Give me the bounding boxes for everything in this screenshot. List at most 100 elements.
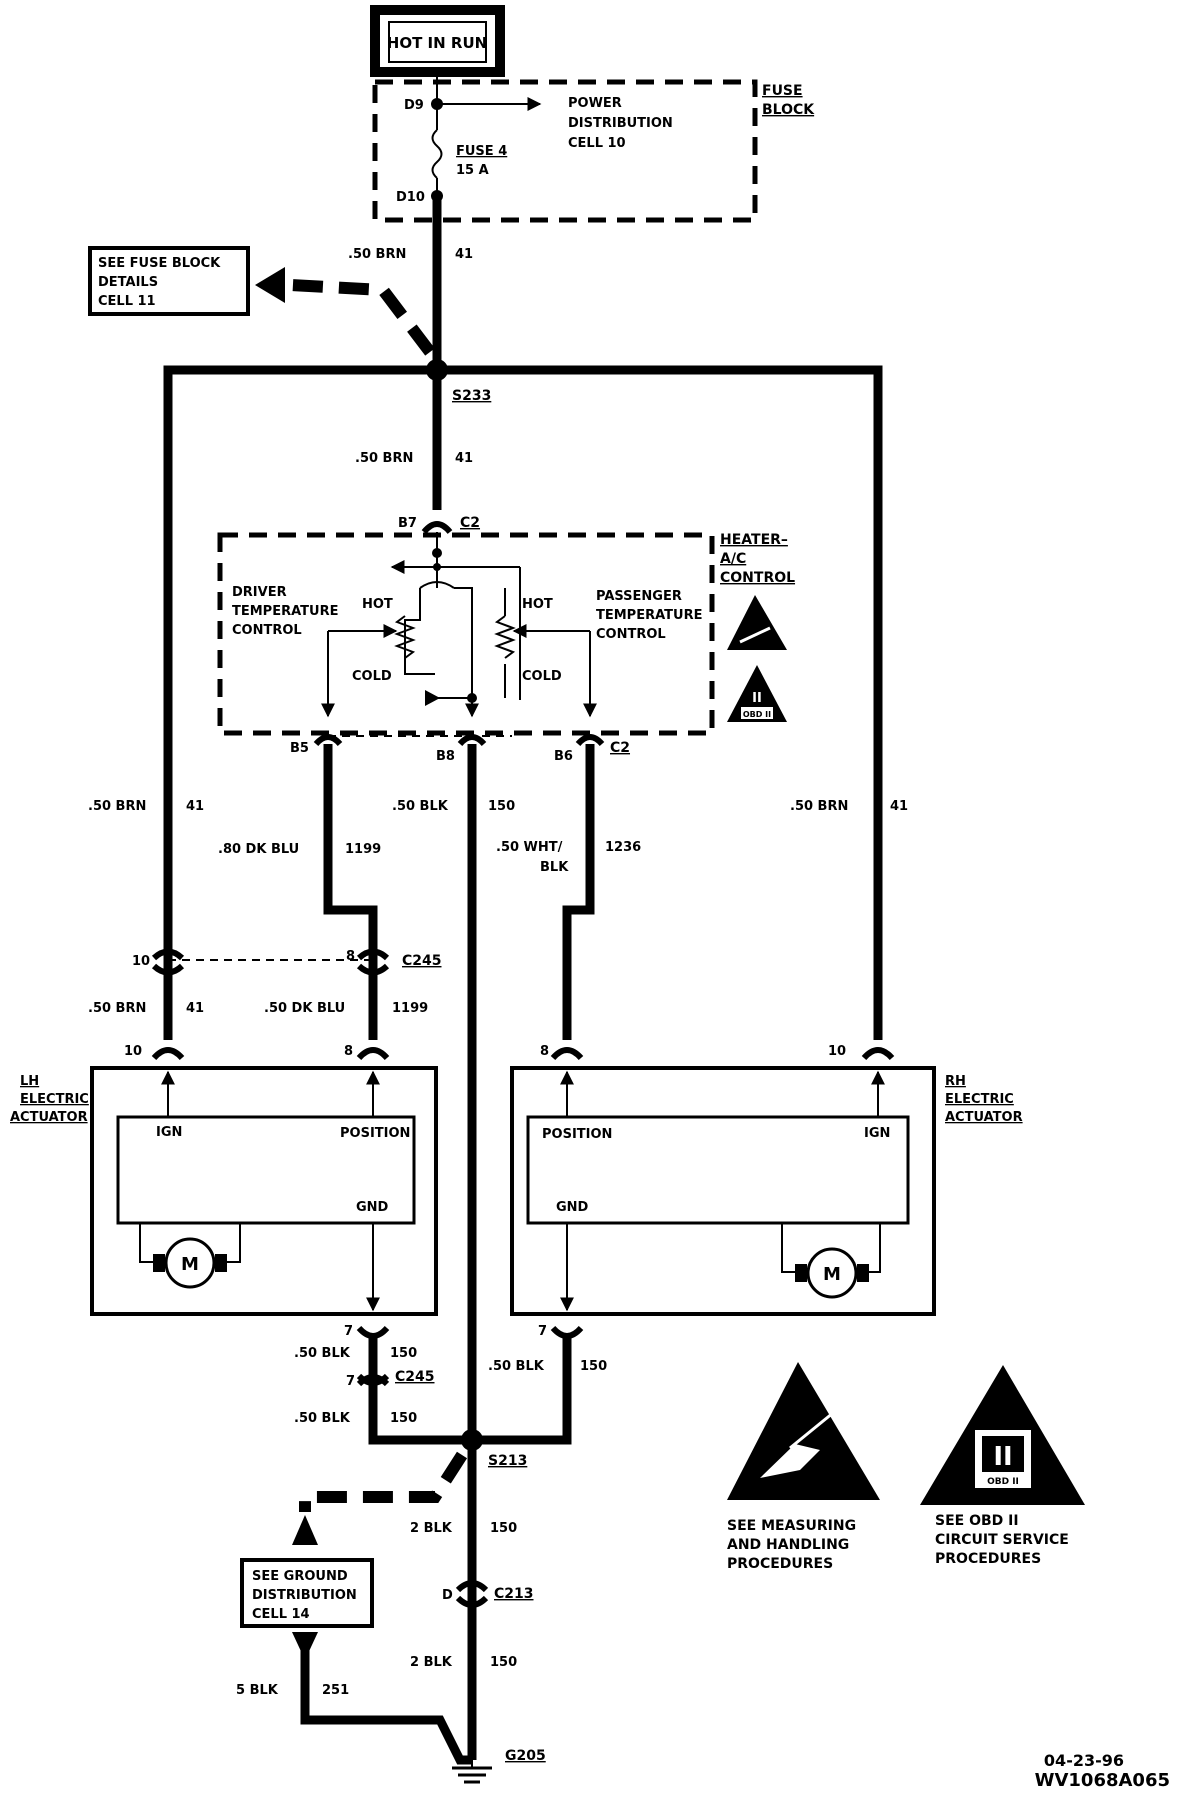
passenger-resistor xyxy=(494,615,516,659)
obd-legend-label: OBD II xyxy=(987,1477,1019,1487)
brn-circuit-lower: 41 xyxy=(186,1001,204,1016)
pin-b5: B5 xyxy=(290,741,309,756)
esd-legend-1: SEE MEASURING xyxy=(727,1518,856,1534)
lh-electric-actuator: 10 8 IGN POSITION GND M xyxy=(90,1044,438,1316)
driver-temp-1: DRIVER xyxy=(232,585,287,600)
see-ground-1: SEE GROUND xyxy=(252,1569,348,1584)
obd-legend-2: CIRCUIT SERVICE xyxy=(935,1532,1069,1548)
see-ground-2: DISTRIBUTION xyxy=(252,1588,357,1603)
whtblk-circuit: 1236 xyxy=(605,840,641,855)
brn-bus xyxy=(163,365,883,1040)
driver-temp-2: TEMPERATURE xyxy=(232,604,338,619)
lh-title-2: ELECTRIC xyxy=(20,1092,89,1107)
heater-title-3: CONTROL xyxy=(720,570,795,586)
blk2-circuit-1: 150 xyxy=(490,1521,517,1536)
see-fuse-block-3: CELL 11 xyxy=(98,294,156,309)
obd-legend-1: SEE OBD II xyxy=(935,1513,1019,1529)
brn-gauge-mid: .50 BRN xyxy=(355,451,413,466)
passenger-hot: HOT xyxy=(522,597,553,612)
whtblk-wire xyxy=(562,744,595,1040)
see-fuse-block-1: SEE FUSE BLOCK xyxy=(98,256,221,271)
blk-circuit-lh-2: 150 xyxy=(390,1411,417,1426)
obd-legend-numeral: II xyxy=(993,1442,1012,1472)
splice-s213-label: S213 xyxy=(488,1453,527,1469)
passenger-cold: COLD xyxy=(522,669,562,684)
ground-icon xyxy=(452,1760,492,1784)
esd-icon-small xyxy=(727,595,787,650)
pin-b7: B7 xyxy=(398,516,417,531)
fuse-block-title-1: FUSE xyxy=(762,83,803,99)
heater-ac-control: HEATER– A/C CONTROL DRIVER TEMPERATURE C… xyxy=(217,532,795,736)
power-dist-1: POWER xyxy=(568,96,622,111)
ground-g205-label: G205 xyxy=(505,1748,546,1764)
passenger-temp-2: TEMPERATURE xyxy=(596,608,702,623)
blk5-gauge: 5 BLK xyxy=(236,1683,279,1698)
blk2-gauge-1: 2 BLK xyxy=(410,1521,453,1536)
obd-legend-icon: II OBD II xyxy=(920,1365,1085,1505)
brn-gauge-lower: .50 BRN xyxy=(88,1001,146,1016)
c245-label-bottom: C245 xyxy=(395,1369,435,1385)
brn-circuit-top: 41 xyxy=(455,247,473,262)
brn-gauge-left: .50 BRN xyxy=(88,799,146,814)
blk-circuit-center: 150 xyxy=(488,799,515,814)
fuse-terminal-d9: D9 xyxy=(404,98,424,113)
obd-small-numeral: II xyxy=(752,691,762,706)
c245-pin10: 10 xyxy=(132,954,150,969)
fuse-block-title-2: BLOCK xyxy=(762,102,815,118)
hot-in-run-box: HOT IN RUN xyxy=(370,5,505,77)
obd-small-label: OBD II xyxy=(743,710,771,719)
whtblk-gauge-2: BLK xyxy=(540,860,569,875)
heater-title-2: A/C xyxy=(720,551,746,567)
lh-gnd: GND xyxy=(356,1200,389,1215)
dkblu-wire xyxy=(323,744,378,1040)
blk5-circuit: 251 xyxy=(322,1683,349,1698)
blk-gauge-lh-2: .50 BLK xyxy=(294,1411,351,1426)
see-fuse-block-2: DETAILS xyxy=(98,275,158,290)
dkblu-circuit-1: 1199 xyxy=(345,842,381,857)
lh-pin7: 7 xyxy=(344,1324,353,1339)
rh-title-1: RH xyxy=(945,1074,966,1089)
rh-title-2: ELECTRIC xyxy=(945,1092,1014,1107)
lh-motor-icon xyxy=(164,1237,216,1289)
whtblk-gauge-1: .50 WHT/ xyxy=(496,840,563,855)
esd-legend-3: PROCEDURES xyxy=(727,1556,833,1572)
dkblu-gauge-50: .50 DK BLU xyxy=(264,1001,345,1016)
rh-ign: IGN xyxy=(864,1126,890,1141)
passenger-temp-1: PASSENGER xyxy=(596,589,682,604)
c213-pin-d: D xyxy=(442,1588,453,1603)
blk-circuit-rh: 150 xyxy=(580,1359,607,1374)
blk-gauge-lh-1: .50 BLK xyxy=(294,1346,351,1361)
blk-gauge-rh: .50 BLK xyxy=(488,1359,545,1374)
rh-motor-label: M xyxy=(823,1264,841,1285)
rh-pin10: 10 xyxy=(828,1044,846,1059)
splice-s233-label: S233 xyxy=(452,388,491,404)
fuse-block: FUSE BLOCK D9 POWER DISTRIBUTION CELL 10… xyxy=(372,72,815,223)
blk-circuit-lh-1: 150 xyxy=(390,1346,417,1361)
splice-s233 xyxy=(426,359,448,381)
lh-title-1: LH xyxy=(20,1074,39,1089)
brn-circuit-right: 41 xyxy=(890,799,908,814)
lh-ign: IGN xyxy=(156,1125,182,1140)
heater-title-1: HEATER– xyxy=(720,532,788,548)
rh-title-3: ACTUATOR xyxy=(945,1110,1023,1125)
lh-title-3: ACTUATOR xyxy=(10,1110,88,1125)
obd-legend-3: PROCEDURES xyxy=(935,1551,1041,1567)
c245-pin8: 8 xyxy=(346,949,355,964)
esd-legend-2: AND HANDLING xyxy=(727,1537,849,1553)
rh-electric-actuator: 8 10 POSITION IGN GND M xyxy=(510,1044,936,1316)
brn-circuit-mid: 41 xyxy=(455,451,473,466)
fuse-terminal-d10: D10 xyxy=(396,190,425,205)
blk2-circuit-2: 150 xyxy=(490,1655,517,1670)
fuse-rating: 15 A xyxy=(456,163,489,178)
c245-pin7: 7 xyxy=(346,1374,355,1389)
rh-motor-icon xyxy=(806,1247,858,1299)
esd-legend-icon xyxy=(727,1362,880,1500)
pin-b8: B8 xyxy=(436,749,455,764)
hot-in-run-label: HOT IN RUN xyxy=(387,34,487,52)
rh-pin7: 7 xyxy=(538,1324,547,1339)
pin-b6: B6 xyxy=(554,749,573,764)
driver-temp-3: CONTROL xyxy=(232,623,302,638)
lh-pin10: 10 xyxy=(124,1044,142,1059)
dkblu-gauge-80: .80 DK BLU xyxy=(218,842,299,857)
brn-gauge-right: .50 BRN xyxy=(790,799,848,814)
